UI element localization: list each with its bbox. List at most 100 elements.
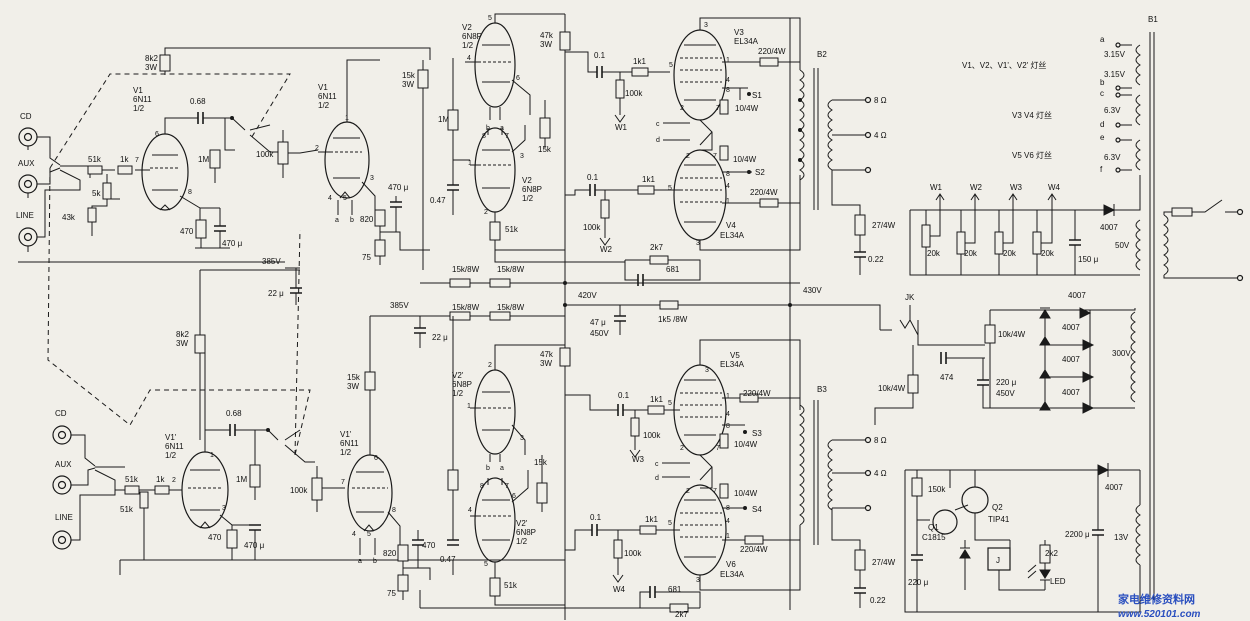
svg-text:100k: 100k: [625, 89, 643, 98]
svg-text:8: 8: [482, 133, 486, 140]
svg-text:0.1: 0.1: [587, 173, 599, 182]
svg-text:S3: S3: [752, 429, 762, 438]
svg-text:1/2: 1/2: [318, 101, 330, 110]
svg-text:220 μ: 220 μ: [908, 578, 929, 587]
svg-text:10/4W: 10/4W: [734, 440, 758, 449]
svg-text:B2: B2: [817, 50, 827, 59]
svg-text:V3: V3: [734, 28, 744, 37]
svg-text:470: 470: [180, 227, 194, 236]
svg-text:220/4W: 220/4W: [740, 545, 768, 554]
svg-text:0.47: 0.47: [440, 555, 456, 564]
svg-text:d: d: [655, 475, 659, 482]
tube-v2-section-b: V2 6N8P 1/2 8 7 1 3 2: [468, 125, 542, 222]
svg-text:3: 3: [520, 153, 524, 160]
svg-text:3: 3: [696, 577, 700, 584]
svg-text:470: 470: [208, 533, 222, 542]
svg-text:100k: 100k: [290, 486, 308, 495]
svg-text:1M: 1M: [236, 475, 247, 484]
svg-text:B3: B3: [817, 385, 827, 394]
svg-text:EL34A: EL34A: [720, 570, 745, 579]
svg-text:6N11: 6N11: [133, 95, 152, 104]
svg-text:420V: 420V: [578, 291, 597, 300]
svg-text:1M: 1M: [198, 155, 209, 164]
svg-text:430V: 430V: [803, 286, 822, 295]
svg-text:Q2: Q2: [992, 503, 1003, 512]
svg-text:5: 5: [668, 520, 672, 527]
svg-text:3: 3: [370, 175, 374, 182]
transformer-b1: B1 a b c d e f 3.15V 3.15V 6.3V 6.3V: [1100, 15, 1244, 600]
svg-text:470 μ: 470 μ: [222, 239, 243, 248]
svg-text:V1': V1': [340, 430, 352, 439]
svg-text:c: c: [655, 461, 659, 468]
svg-text:2: 2: [172, 477, 176, 484]
svg-text:7: 7: [135, 157, 139, 164]
svg-text:V1、V2、V1'、V2' 灯丝: V1、V2、V1'、V2' 灯丝: [962, 60, 1046, 70]
svg-text:Q1: Q1: [928, 523, 939, 532]
svg-text:4 Ω: 4 Ω: [874, 469, 887, 478]
svg-text:d: d: [656, 137, 660, 144]
svg-text:10k/4W: 10k/4W: [878, 384, 906, 393]
svg-text:a: a: [358, 558, 362, 565]
svg-text:W3: W3: [632, 455, 645, 464]
svg-text:6: 6: [155, 131, 159, 138]
svg-text:EL34A: EL34A: [720, 360, 745, 369]
svg-text:47k: 47k: [540, 31, 554, 40]
svg-text:4: 4: [726, 411, 730, 418]
svg-text:1k1: 1k1: [645, 515, 658, 524]
transformer-b2: B2 8 Ω 4 Ω 27/4W 0.22: [798, 50, 896, 275]
svg-text:1/2: 1/2: [522, 194, 534, 203]
svg-text:3: 3: [705, 367, 709, 374]
jk-switch[interactable]: JK: [880, 293, 940, 346]
svg-text:6N8P: 6N8P: [462, 32, 482, 41]
svg-text:2: 2: [680, 445, 684, 452]
delay-relay-circuit: 150k Q1 C1815 Q2 TIP41 220 μ J 2k2 LED: [904, 469, 1140, 613]
svg-text:7: 7: [505, 483, 509, 490]
svg-text:4 Ω: 4 Ω: [874, 131, 887, 140]
svg-text:51k: 51k: [125, 475, 139, 484]
svg-text:8: 8: [726, 171, 730, 178]
svg-text:W4: W4: [613, 585, 626, 594]
svg-text:150k: 150k: [928, 485, 946, 494]
svg-text:20k: 20k: [964, 249, 978, 258]
svg-text:0.1: 0.1: [590, 513, 602, 522]
svg-text:S2: S2: [755, 168, 765, 177]
svg-text:5: 5: [669, 62, 673, 69]
pot-100k-upper[interactable]: 100k: [256, 130, 319, 178]
svg-text:3: 3: [520, 435, 524, 442]
feedback-upper: 2k7 681: [494, 243, 701, 286]
svg-text:470 μ: 470 μ: [244, 541, 265, 550]
tube-v6: V6 EL34A 2 7 5 8 4 1 3: [668, 484, 801, 591]
svg-text:20k: 20k: [927, 249, 941, 258]
svg-text:820: 820: [383, 549, 397, 558]
svg-text:300V: 300V: [1112, 349, 1131, 358]
v1p-input-network: 51k 51k 1k 2: [115, 475, 182, 560]
label-line-upper: LINE: [16, 211, 34, 220]
tube-v2: V2 6N8P 1/2 5 4 6 b a: [462, 13, 565, 132]
mains-terminal-1[interactable]: [1236, 208, 1244, 216]
svg-text:5: 5: [488, 15, 492, 22]
svg-text:b: b: [373, 558, 377, 565]
svg-text:1: 1: [468, 160, 472, 167]
svg-text:474: 474: [940, 373, 954, 382]
svg-text:J: J: [996, 556, 1000, 565]
svg-text:450V: 450V: [996, 389, 1015, 398]
svg-text:75: 75: [387, 589, 396, 598]
svg-text:5: 5: [367, 531, 371, 538]
svg-text:5: 5: [484, 561, 488, 568]
svg-text:d: d: [1100, 120, 1104, 129]
svg-text:220/4W: 220/4W: [743, 389, 771, 398]
svg-text:EL34A: EL34A: [720, 231, 745, 240]
svg-text:V6: V6: [726, 560, 736, 569]
svg-text:f: f: [1100, 165, 1103, 174]
mains-terminal-2[interactable]: [1236, 274, 1244, 282]
svg-text:4: 4: [467, 55, 471, 62]
svg-text:W1: W1: [930, 183, 943, 192]
lower-input-jacks: CD AUX LINE: [52, 409, 170, 550]
svg-text:15k: 15k: [347, 373, 361, 382]
svg-text:8 Ω: 8 Ω: [874, 436, 887, 445]
svg-text:100k: 100k: [583, 223, 601, 232]
svg-text:4: 4: [468, 507, 472, 514]
pot-100k-lower[interactable]: 100k: [290, 466, 345, 512]
svg-text:385V: 385V: [390, 301, 409, 310]
svg-text:1: 1: [467, 403, 471, 410]
